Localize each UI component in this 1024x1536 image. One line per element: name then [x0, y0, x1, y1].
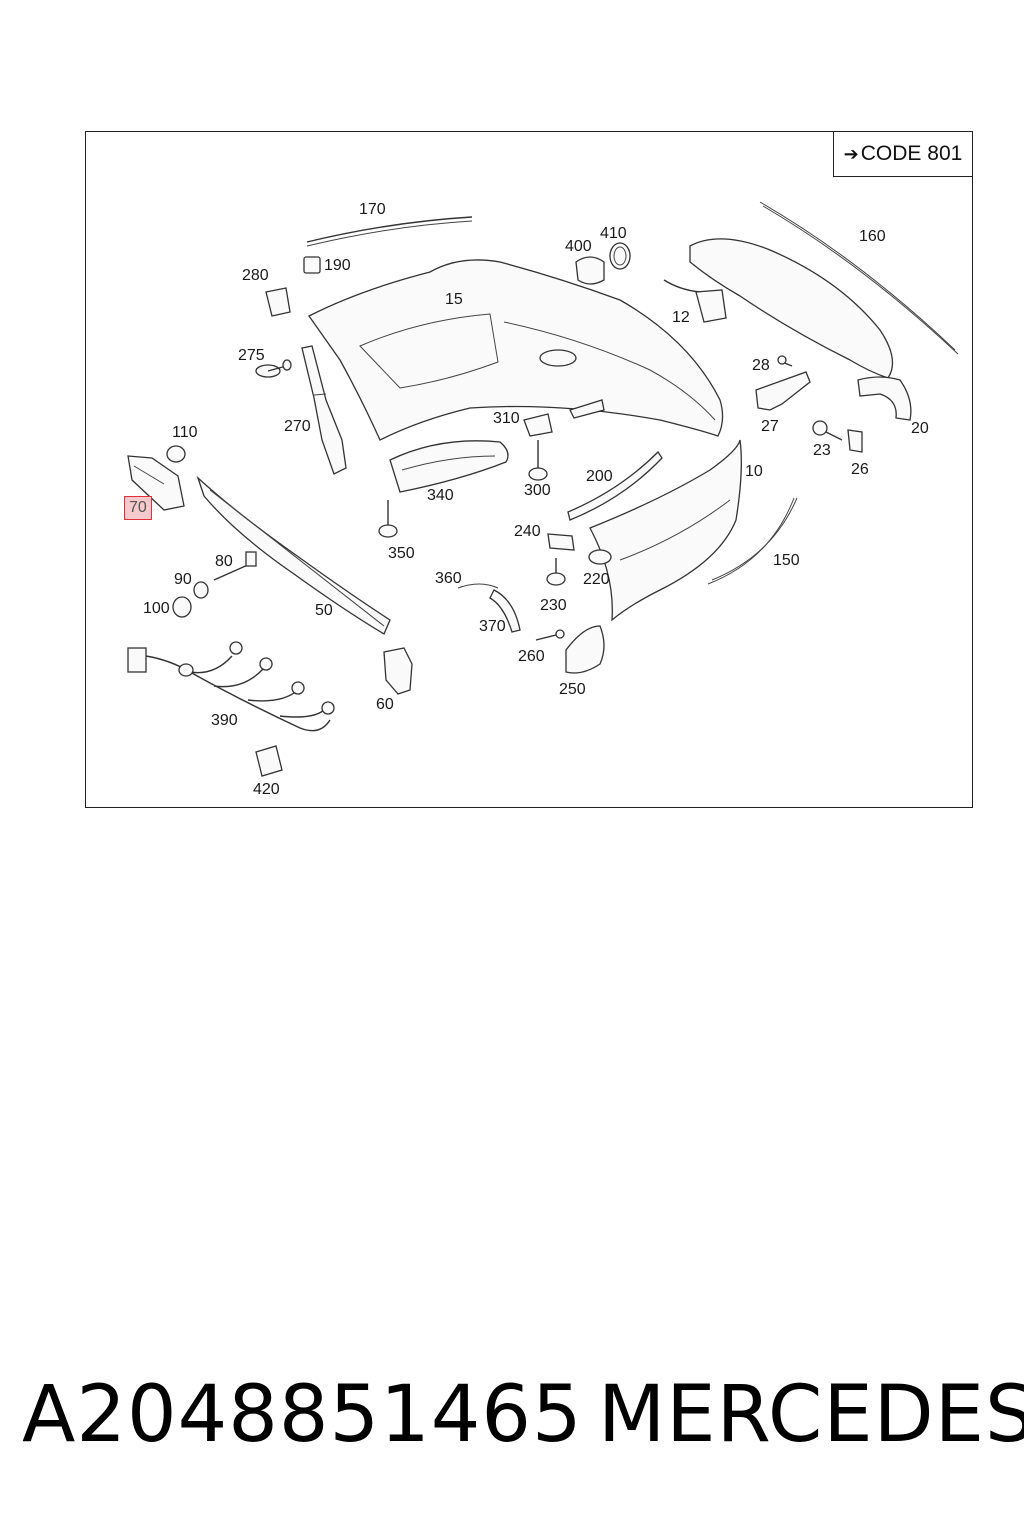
callout-310: 310 [493, 410, 520, 427]
part-240-nut [547, 533, 575, 551]
part-270-bracket [301, 345, 347, 475]
callout-350: 350 [388, 545, 415, 562]
callout-300: 300 [524, 482, 551, 499]
callout-20: 20 [911, 420, 929, 437]
callout-27: 27 [761, 418, 779, 435]
callout-50: 50 [315, 602, 333, 619]
callout-160: 160 [859, 228, 886, 245]
part-20-trim [857, 376, 912, 421]
callout-370: 370 [479, 618, 506, 635]
callout-26: 26 [851, 461, 869, 478]
callout-390: 390 [211, 712, 238, 729]
part-310-clip [523, 413, 553, 437]
callout-10: 10 [745, 463, 763, 480]
callout-100: 100 [143, 600, 170, 617]
part-250-cover [565, 625, 605, 674]
part-420-clip [255, 745, 283, 777]
callout-80: 80 [215, 553, 233, 570]
brand-name: MERCEDES [598, 1370, 1024, 1460]
callout-170: 170 [359, 201, 386, 218]
callout-275: 275 [238, 347, 265, 364]
part-400-sensor [575, 256, 605, 285]
part-170-trim-strip [306, 216, 473, 243]
part-220-grommet [588, 549, 612, 565]
callout-12: 12 [672, 309, 690, 326]
callout-110: 110 [172, 424, 198, 441]
callout-250: 250 [559, 681, 586, 698]
code-801-box: ➔ CODE 801 [833, 131, 973, 177]
callout-270: 270 [284, 418, 311, 435]
code-801-label: CODE 801 [860, 142, 963, 165]
callout-280: 280 [242, 267, 269, 284]
part-260-pin [535, 629, 565, 641]
part-80-bolt [213, 551, 257, 581]
callout-23: 23 [813, 442, 831, 459]
callout-220: 220 [583, 571, 610, 588]
callout-420: 420 [253, 781, 280, 798]
callout-60: 60 [376, 696, 394, 713]
callout-240: 240 [514, 523, 541, 540]
callout-360: 360 [435, 570, 462, 587]
part-360-trim [457, 583, 499, 589]
part-10-lower-bumper [589, 439, 742, 622]
part-26-clip [847, 429, 863, 453]
callout-15: 15 [445, 291, 463, 308]
part-12-sensor-bracket [663, 279, 727, 323]
part-110-nut [166, 445, 186, 463]
right-arrow-icon: ➔ [843, 143, 859, 164]
part-27-bracket [755, 371, 811, 411]
part-410-ring [609, 242, 631, 270]
callout-190: 190 [324, 257, 351, 274]
part-number: A2048851465 [22, 1370, 583, 1460]
part-230-screw [546, 558, 566, 586]
part-200-reflector-strip [567, 450, 663, 521]
part-15-bumper-cover [308, 259, 724, 441]
part-370-trim [489, 589, 521, 633]
callout-90: 90 [174, 571, 192, 588]
callout-410: 410 [600, 225, 627, 242]
part-60-bracket [383, 647, 413, 695]
footer: A2048851465 MERCEDES [0, 1370, 1024, 1480]
callout-28: 28 [752, 357, 770, 374]
callout-260: 260 [518, 648, 545, 665]
callout-200: 200 [586, 468, 613, 485]
part-300-screw [528, 440, 548, 481]
callout-340: 340 [427, 487, 454, 504]
part-100-nut [172, 596, 192, 618]
callout-70-highlighted: 70 [124, 496, 152, 520]
part-28-bolt [777, 355, 793, 367]
part-70-bracket [127, 455, 185, 511]
part-190-clip [303, 256, 321, 274]
part-23-bolt [812, 420, 843, 441]
callout-400: 400 [565, 238, 592, 255]
part-340-panel [389, 440, 509, 493]
part-390-wiring-harness [127, 641, 335, 732]
bumper-exploded-view [127, 201, 959, 777]
callout-230: 230 [540, 597, 567, 614]
part-350-screw [378, 500, 398, 538]
part-275-pin [255, 359, 292, 378]
part-280-bracket [265, 287, 291, 317]
callout-150: 150 [773, 552, 800, 569]
part-90-washer [193, 581, 209, 599]
